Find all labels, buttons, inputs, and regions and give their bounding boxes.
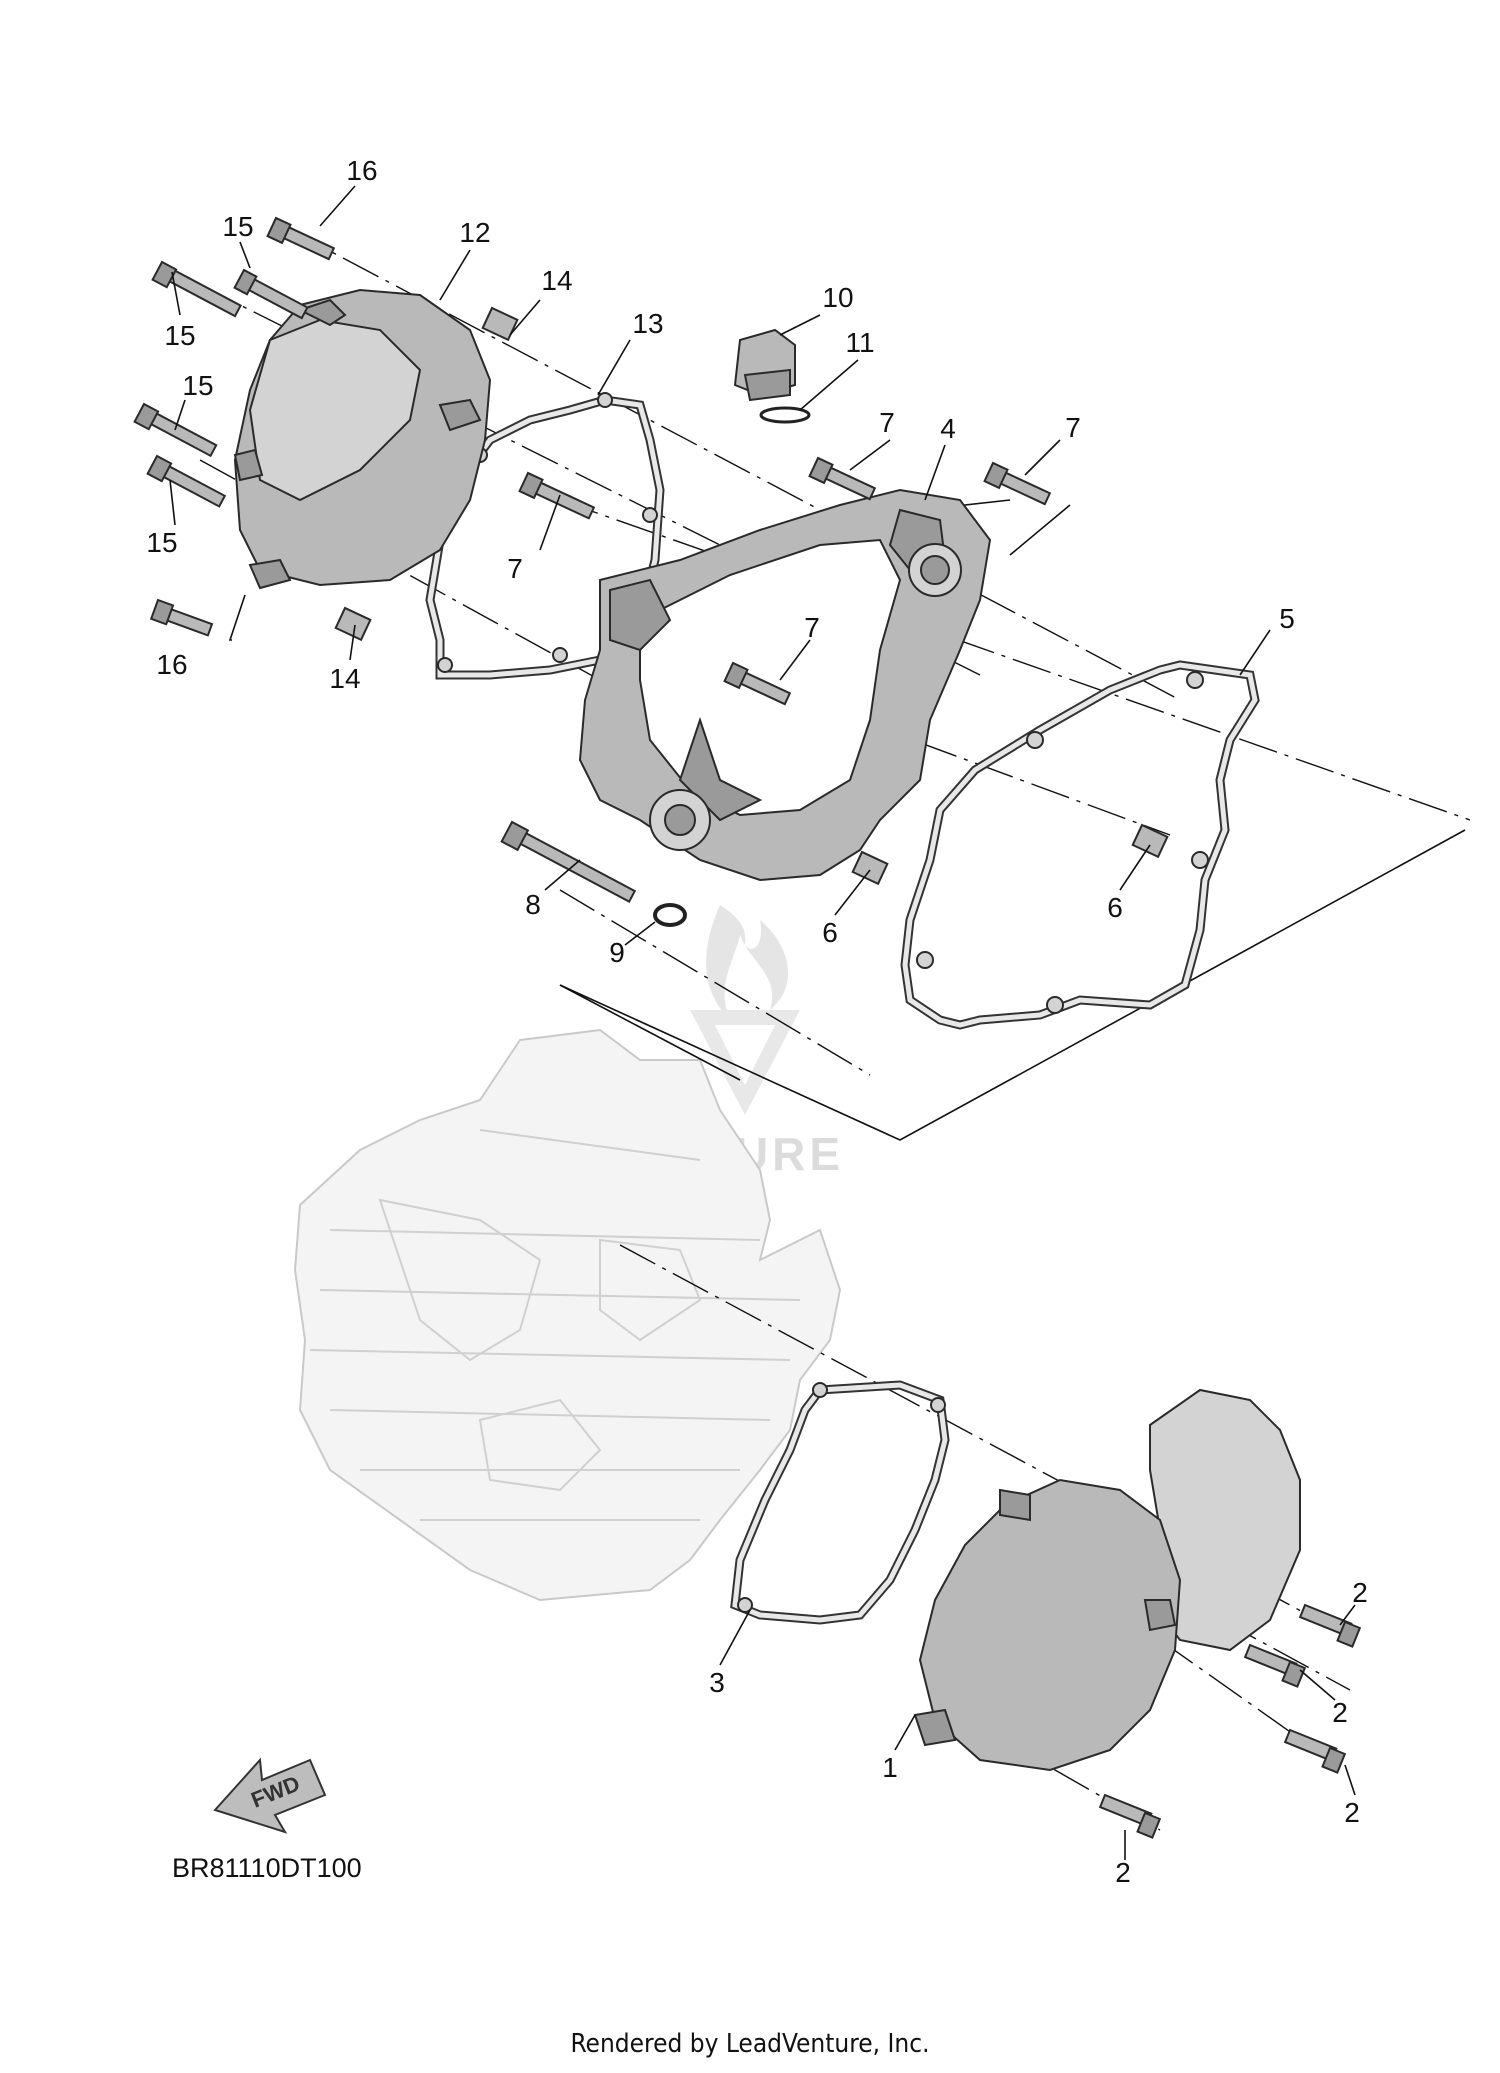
bolt-15-c: [133, 402, 218, 458]
gasket-13: [425, 392, 665, 680]
fwd-arrow-icon: FWD: [213, 1757, 327, 1834]
clutch-cover-1: [913, 1388, 1301, 1772]
callout-15-a: 15: [164, 320, 195, 351]
dowel-6-right: [1131, 823, 1169, 859]
gasket-5: [900, 660, 1260, 1030]
gasket-3: [730, 1380, 950, 1625]
dowel-14-top: [481, 306, 519, 342]
callout-2-a: 2: [1352, 1577, 1368, 1608]
callout-9: 9: [609, 937, 625, 968]
callout-15-b: 15: [182, 370, 213, 401]
callout-16-left: 16: [156, 649, 187, 680]
callout-leaders: [169, 185, 1356, 1860]
bolt-7-c: [983, 461, 1052, 506]
callout-15-top: 15: [222, 211, 253, 242]
callout-7-b: 7: [1065, 412, 1081, 443]
callout-16-top: 16: [346, 155, 377, 186]
callout-14-top: 14: [541, 265, 572, 296]
generator-cover-12: [233, 288, 492, 590]
callout-12: 12: [459, 217, 490, 248]
bolt-15-a: [151, 260, 242, 318]
o-ring-11: [759, 406, 811, 424]
bolt-7-b: [808, 456, 877, 501]
washer-9: [653, 903, 687, 927]
callout-2-b: 2: [1332, 1697, 1348, 1728]
callout-7-c: 7: [507, 553, 523, 584]
callout-3: 3: [709, 1667, 725, 1698]
callout-11: 11: [845, 327, 874, 358]
callout-6-left: 6: [822, 917, 838, 948]
callout-15-c: 15: [146, 527, 177, 558]
footer-credit: Rendered by LeadVenture, Inc.: [570, 2029, 929, 2059]
callout-7-d: 7: [804, 612, 820, 643]
dowel-14-bottom: [334, 606, 372, 642]
bolt-2-b: [1243, 1643, 1307, 1688]
oil-plug-10: [733, 328, 796, 402]
dowel-6-left: [851, 850, 889, 886]
bolt-2-d: [1098, 1793, 1162, 1839]
bolt-15-d: [146, 454, 227, 508]
bolt-16-top: [266, 216, 336, 261]
bolt-2-c: [1283, 1728, 1347, 1774]
callout-7-a: 7: [879, 407, 895, 438]
callout-13: 13: [632, 308, 663, 339]
callout-1: 1: [882, 1752, 898, 1783]
diagram-code: BR81110DT100: [172, 1853, 362, 1883]
callout-6-right: 6: [1107, 892, 1123, 923]
bolt-7-a: [518, 471, 596, 520]
bolt-15-b: [233, 268, 309, 320]
callout-8: 8: [525, 889, 541, 920]
crankcase-cover-4: [578, 488, 992, 882]
callout-4: 4: [940, 413, 956, 444]
callout-5: 5: [1279, 603, 1295, 634]
callout-10: 10: [822, 282, 853, 313]
bolt-7-d: [723, 661, 792, 706]
bolt-2-a: [1298, 1603, 1362, 1648]
callout-2-d: 2: [1115, 1857, 1131, 1888]
bolts: [133, 216, 1362, 1839]
callout-2-c: 2: [1344, 1797, 1360, 1828]
engine-crankcase-ghost: [293, 1028, 842, 1602]
callout-labels: 16 15 12 14 13 10 11 15 15 15 7 7 4 7 16…: [146, 155, 1367, 1888]
bolt-16-left: [149, 598, 214, 637]
bolt-8: [500, 820, 637, 903]
callout-14-bottom: 14: [329, 663, 360, 694]
